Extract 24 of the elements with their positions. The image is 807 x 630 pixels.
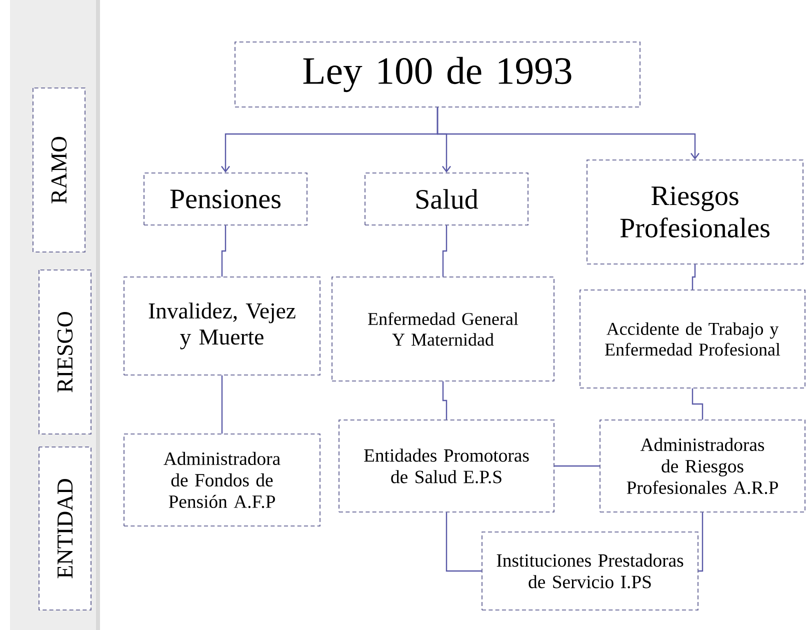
- row-label: RAMO: [32, 88, 86, 252]
- connector: [698, 512, 704, 572]
- connector: [692, 264, 696, 290]
- entity-box: Instituciones Prestadoras de Servicio I.PS: [482, 532, 698, 610]
- risk-box: Enfermedad General Y Maternidad: [332, 276, 554, 382]
- risk-box: Invalidez, Vejez y Muerte: [124, 276, 320, 376]
- connector: [442, 225, 448, 277]
- entity-box: Administradora de Fondos de Pensión A.F.P: [124, 434, 320, 526]
- branch-box: Salud: [364, 172, 528, 226]
- connector: [442, 381, 448, 420]
- risk-box: Accidente de Trabajo y Enfermedad Profesional: [580, 290, 806, 388]
- connector: [221, 375, 223, 434]
- branch-box: Riesgos Profesionales: [586, 160, 804, 264]
- entity-box: Administradoras de Riesgos Profesionales A.R.P: [600, 420, 806, 512]
- entity-box: Entidades Promotoras de Salud E.P.S: [338, 420, 554, 512]
- row-label: ENTIDAD: [38, 446, 92, 610]
- row-label: RIESGO: [38, 270, 92, 434]
- title-box: Ley 100 de 1993: [234, 42, 640, 108]
- connector: [692, 388, 704, 420]
- connector: [436, 107, 700, 160]
- branch-box: Pensiones: [144, 172, 308, 226]
- connector: [446, 512, 482, 572]
- connector: [221, 225, 226, 277]
- connector: [554, 465, 600, 467]
